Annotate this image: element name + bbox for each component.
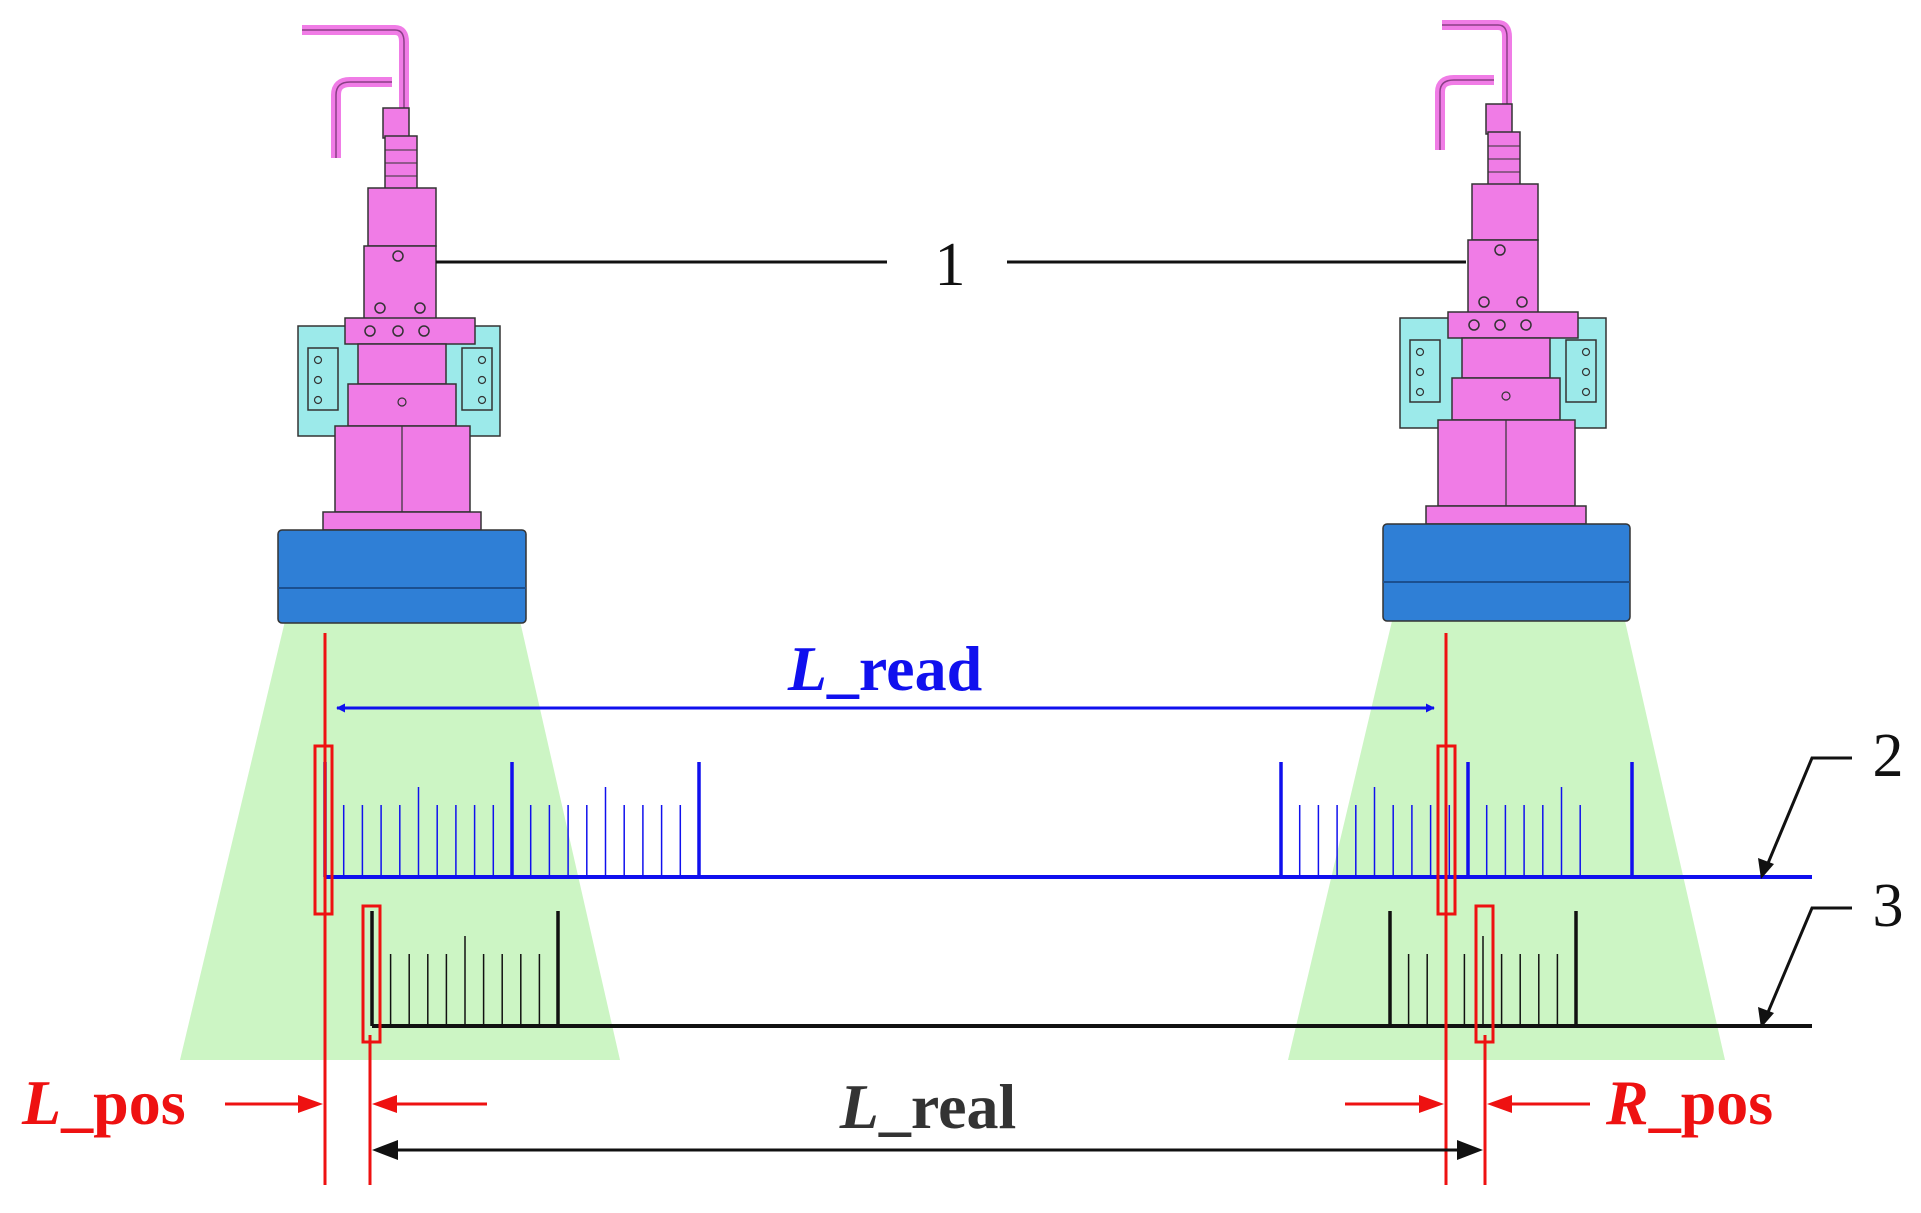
l-pos-label-var: L — [21, 1067, 61, 1138]
right-top-mark-box — [1436, 744, 1457, 916]
r-pos-arrowhead-left — [1419, 1095, 1444, 1113]
callout-3-leader — [1764, 906, 1852, 1018]
l-pos-label-suffix: _pos — [60, 1067, 186, 1138]
r-pos-arrowhead-right — [1487, 1095, 1512, 1113]
l-read-label: L_read — [787, 633, 982, 704]
callout-2-leader — [1764, 756, 1852, 869]
l-real-arrowhead-left — [372, 1140, 398, 1160]
scale-top-callout-label: 2 — [1873, 722, 1904, 790]
l-real-label-suffix: _real — [878, 1071, 1016, 1142]
l-read-label-var: L — [787, 633, 827, 704]
r-pos-label: R_pos — [1605, 1067, 1773, 1138]
r-pos-label-suffix: _pos — [1648, 1067, 1774, 1138]
left-top-mark-box — [313, 744, 334, 916]
right-camera-icon — [1382, 20, 1631, 622]
scale-bottom-callout-label: 3 — [1873, 872, 1904, 940]
right-bottom-mark-box — [1474, 904, 1495, 1044]
l-read-label-suffix: _read — [826, 633, 982, 704]
left-camera-icon — [277, 25, 527, 624]
l-pos-label: L_pos — [21, 1067, 186, 1138]
l-real-label: L_real — [839, 1071, 1017, 1142]
scale-bottom — [370, 911, 1812, 1028]
right-field-of-view — [1288, 621, 1725, 1060]
callout-2-arrowhead — [1758, 858, 1774, 879]
left-bottom-mark-box — [361, 904, 382, 1044]
l-real-arrowhead-right — [1457, 1140, 1483, 1160]
callout-3-arrowhead — [1758, 1007, 1774, 1028]
camera-callout-label: 1 — [935, 231, 966, 299]
r-pos-label-var: R — [1605, 1067, 1649, 1138]
l-pos-arrowhead-right — [372, 1095, 397, 1113]
l-real-label-var: L — [839, 1071, 879, 1142]
l-pos-arrowhead-left — [298, 1095, 323, 1113]
